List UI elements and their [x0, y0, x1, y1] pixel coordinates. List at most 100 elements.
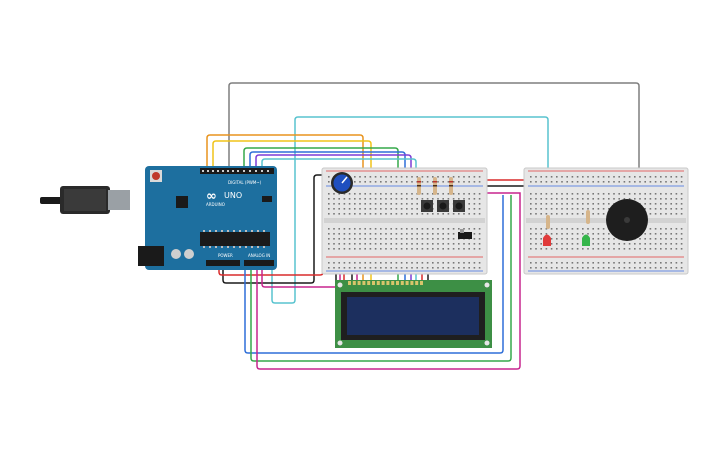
arduino-uno-board[interactable]: DIGITAL (PWM~) ∞ UNO ARDUINO POWER ANALO…	[40, 166, 277, 270]
breadboard-hole	[354, 181, 356, 183]
slide-switch[interactable]	[458, 229, 472, 239]
breadboard-hole	[452, 238, 455, 240]
wire-yellow[interactable]	[212, 140, 372, 280]
arduino-model-text: UNO	[224, 191, 242, 200]
wire-blue-1[interactable]	[249, 151, 406, 280]
breadboard-hole	[535, 248, 537, 250]
lcd-mount-hole-tr	[484, 282, 490, 288]
breadboard-hole	[644, 248, 646, 250]
push-button-2-cap[interactable]	[439, 202, 447, 210]
wire-purple-1[interactable]	[255, 154, 412, 280]
led-green[interactable]	[582, 210, 590, 246]
breadboard-right[interactable]	[523, 167, 689, 275]
breadboard-hole	[374, 181, 377, 183]
wire-gray-buzzer[interactable]	[228, 82, 640, 196]
breadboard-hole	[333, 248, 335, 250]
breadboard-hole	[644, 181, 646, 183]
breadboard-hole	[660, 233, 662, 235]
atmega-chip	[200, 232, 270, 246]
breadboard-left[interactable]	[321, 167, 488, 275]
breadboard-hole	[374, 233, 377, 235]
lcd-16x2[interactable]	[335, 280, 492, 348]
breadboard-hole	[463, 213, 465, 215]
wire-green-analog[interactable]	[250, 195, 512, 362]
breadboard-hole	[665, 267, 667, 269]
breadboard-hole	[556, 228, 558, 230]
wire-black-gnd[interactable]	[222, 174, 332, 284]
breadboard-hole	[328, 243, 330, 245]
breadboard-hole	[421, 181, 424, 183]
breadboard-hole	[602, 213, 605, 215]
breadboard-hole	[348, 208, 351, 210]
breadboard-hole	[400, 213, 403, 215]
breadboard-hole	[597, 213, 600, 215]
slide-switch-toggle[interactable]	[460, 229, 464, 233]
breadboard-hole	[421, 228, 424, 230]
breadboard-hole	[442, 248, 444, 250]
breadboard-hole	[592, 228, 594, 230]
breadboard-hole	[380, 248, 382, 250]
breadboard-hole	[680, 248, 683, 250]
breadboard-hole	[426, 176, 429, 178]
wire-cyan-2[interactable]	[261, 158, 417, 280]
breadboard-hole	[395, 233, 398, 235]
breadboard-hole	[561, 208, 563, 210]
breadboard-hole	[452, 248, 455, 250]
breadboard-hole	[561, 238, 563, 240]
breadboard-hole	[343, 238, 346, 240]
breadboard-hole	[328, 238, 330, 240]
breadboard-hole	[432, 233, 434, 235]
breadboard-hole	[618, 267, 620, 269]
wire-green-1[interactable]	[243, 147, 399, 280]
breadboard-hole	[613, 262, 615, 264]
breadboard-hole	[608, 208, 610, 210]
breadboard-hole	[478, 213, 481, 215]
breadboard-hole	[675, 262, 678, 264]
breadboard-hole	[348, 213, 351, 215]
led-red[interactable]	[543, 215, 551, 246]
usb-port	[108, 190, 130, 210]
breadboard-hole	[333, 267, 335, 269]
wire-magenta-analog[interactable]	[256, 192, 521, 370]
breadboard-hole	[649, 262, 652, 264]
potentiometer[interactable]	[331, 172, 353, 194]
wire-cyan-led[interactable]	[271, 116, 549, 304]
breadboard-hole	[654, 198, 657, 200]
breadboard-hole	[639, 243, 641, 245]
breadboard-hole	[369, 267, 372, 269]
breadboard-hole	[680, 213, 683, 215]
breadboard-hole	[437, 213, 439, 215]
breadboard-hole	[665, 176, 667, 178]
breadboard-hole	[649, 233, 652, 235]
wire-blue-analog[interactable]	[244, 195, 504, 354]
breadboard-hole	[535, 208, 537, 210]
buzzer-center	[624, 217, 630, 223]
wire-orange[interactable]	[206, 134, 364, 280]
power-header	[206, 260, 240, 266]
reset-button-cap[interactable]	[152, 172, 160, 180]
breadboard-hole	[675, 198, 678, 200]
breadboard-hole	[385, 228, 387, 230]
breadboard-hole	[333, 243, 335, 245]
push-button-3-cap[interactable]	[455, 202, 463, 210]
breadboard-hole	[587, 176, 589, 178]
lcd-pin	[348, 281, 351, 285]
push-button-1-cap[interactable]	[423, 202, 431, 210]
breadboard-hole	[535, 203, 537, 205]
breadboard-hole	[447, 176, 450, 178]
breadboard-hole	[660, 262, 662, 264]
breadboard-hole	[426, 193, 429, 195]
breadboard-hole	[395, 208, 398, 210]
breadboard-hole	[634, 176, 636, 178]
capacitor-2	[184, 249, 194, 259]
breadboard-hole	[545, 262, 548, 264]
breadboard-hole	[670, 213, 672, 215]
breadboard-right-holes	[530, 176, 683, 269]
breadboard-hole	[535, 267, 537, 269]
breadboard-hole	[576, 208, 579, 210]
breadboard-hole	[442, 243, 444, 245]
piezo-buzzer[interactable]	[606, 199, 648, 241]
breadboard-hole	[602, 193, 605, 195]
breadboard-hole	[561, 198, 563, 200]
power-jack[interactable]	[138, 246, 164, 266]
